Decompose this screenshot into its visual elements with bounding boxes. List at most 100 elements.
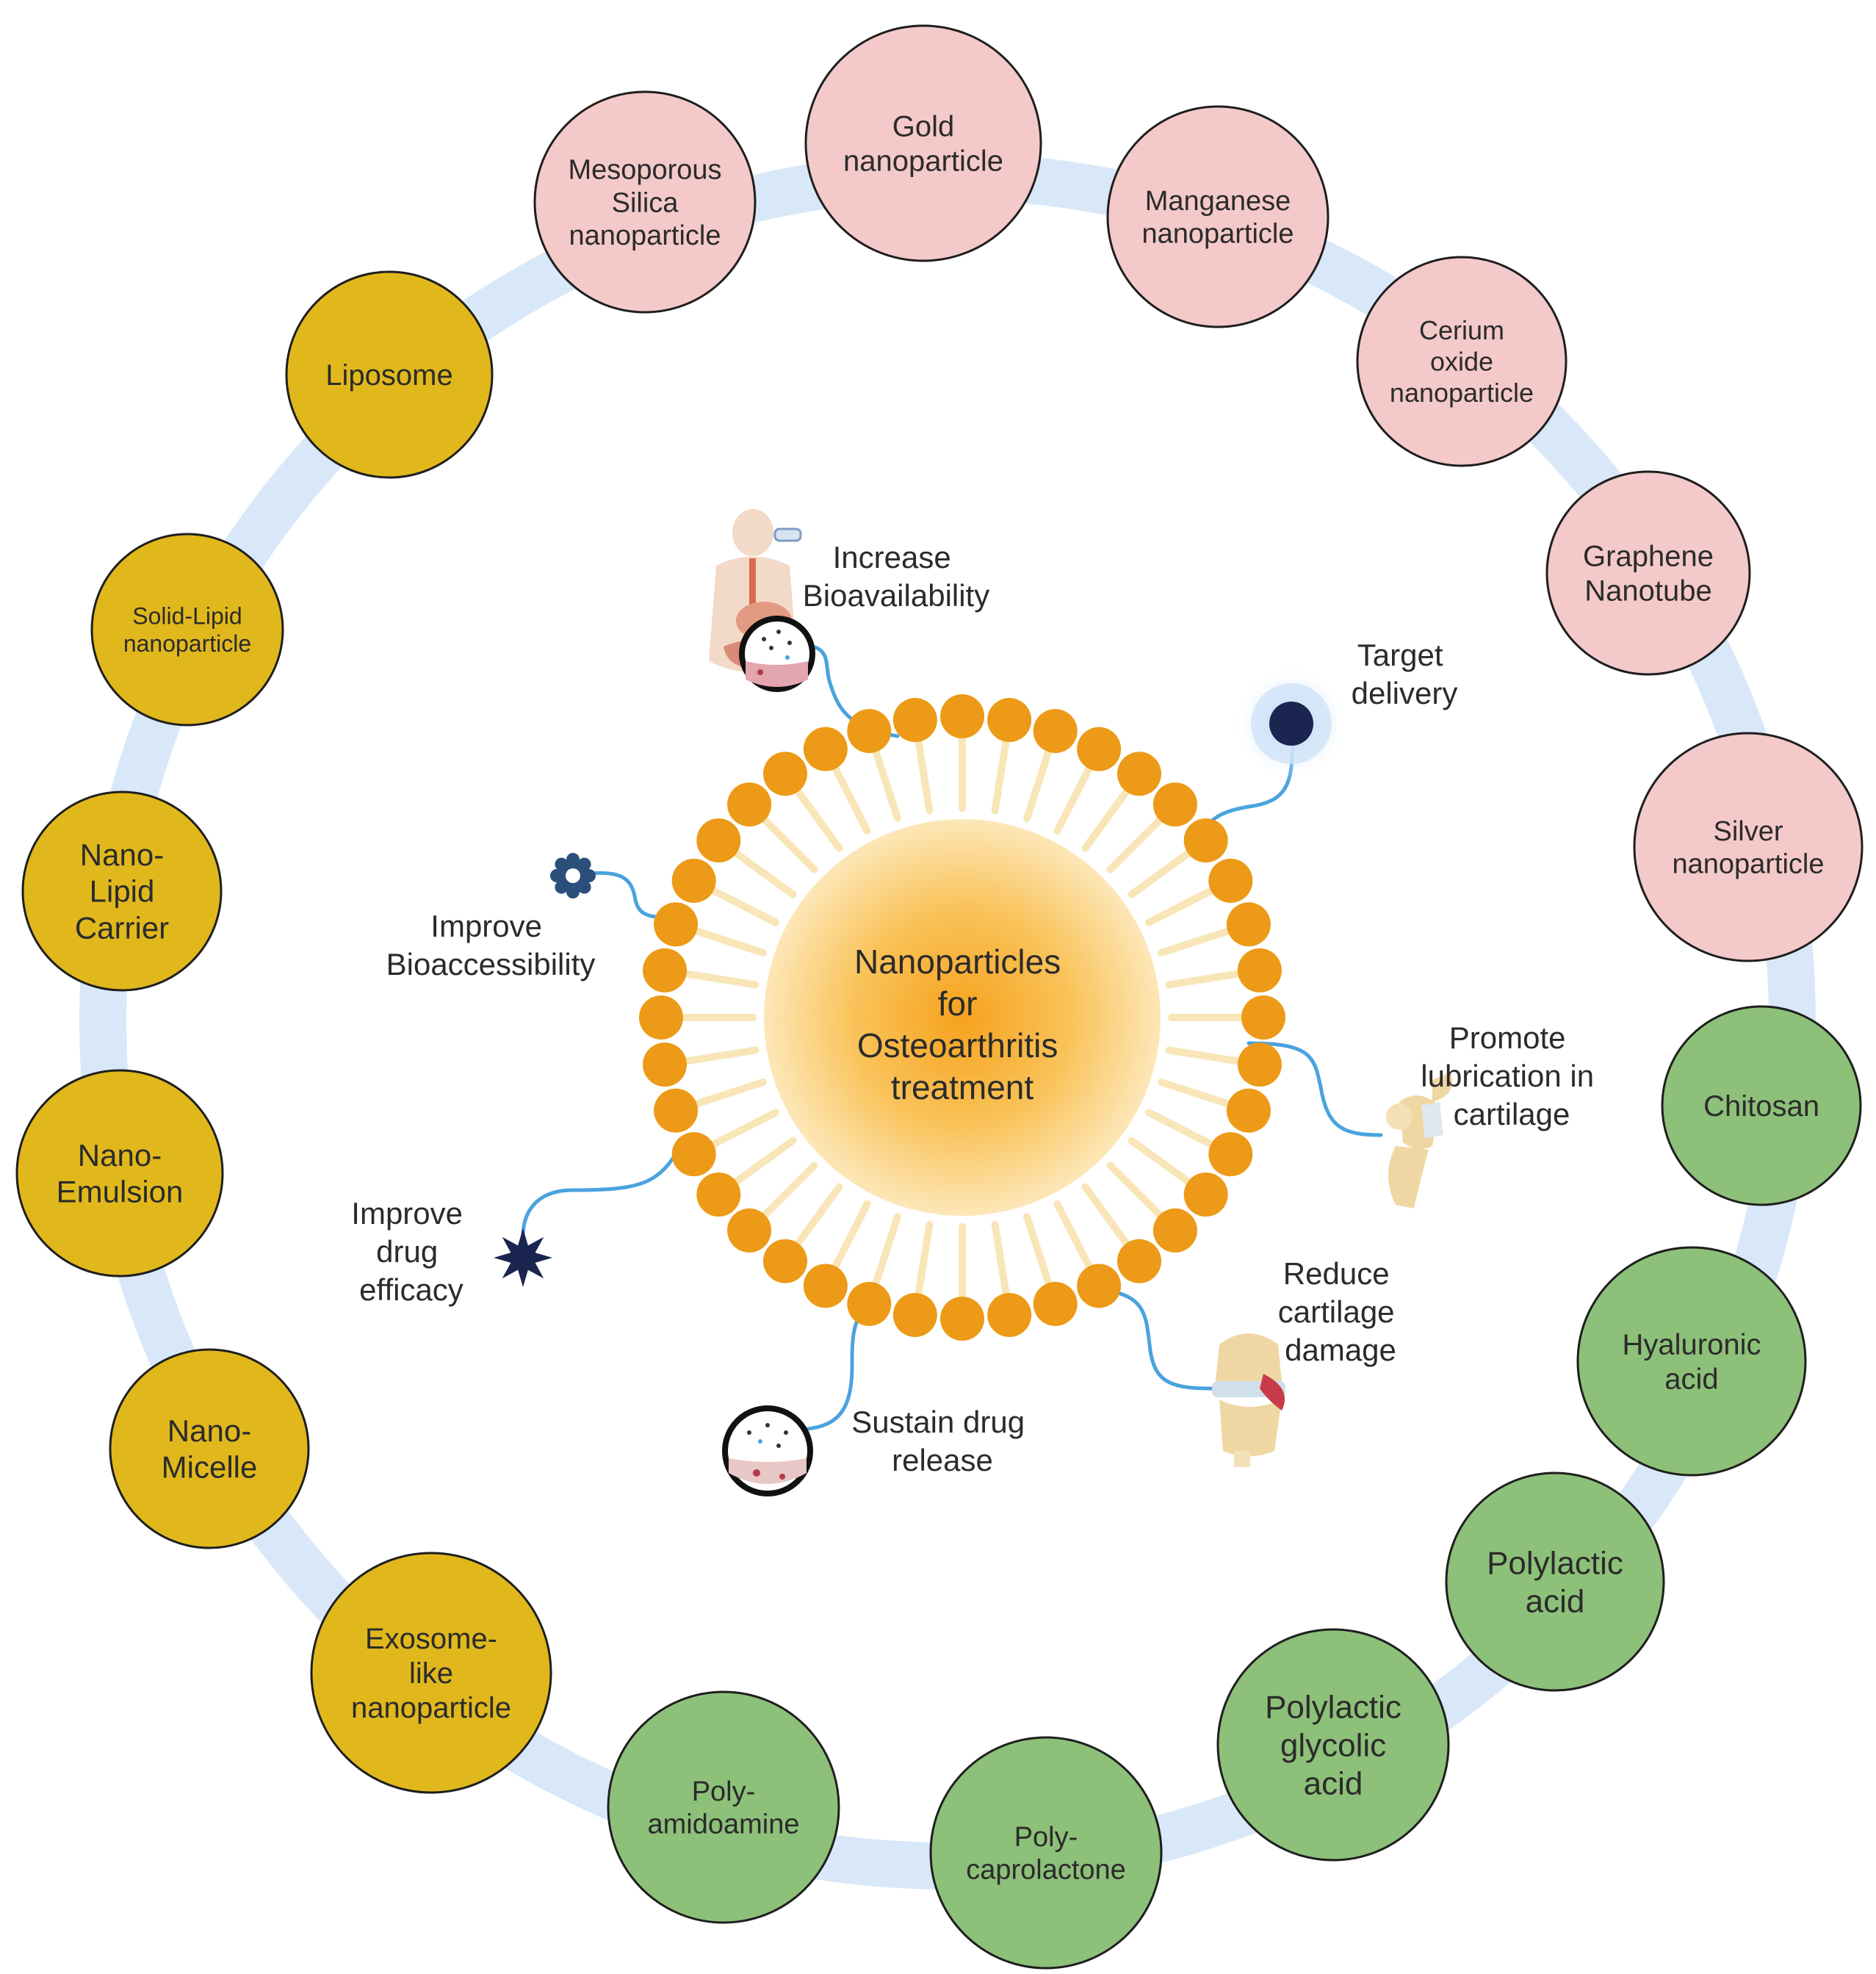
lipid-head	[803, 727, 848, 771]
lipid-head	[987, 698, 1032, 743]
lipid-head	[639, 995, 683, 1040]
lipid-head	[1183, 1172, 1228, 1217]
lipid-tail	[1158, 926, 1235, 957]
lipid-tail	[1144, 1109, 1219, 1150]
category-label: Nano-Emulsion	[57, 1138, 184, 1209]
lipid-head	[940, 694, 984, 738]
label-improve-bioaccessibility: Improve Bioaccessibility	[386, 909, 596, 981]
lipid-tail	[991, 734, 1011, 815]
category-poly-amidoamine: Poly-amidoamine	[607, 1690, 840, 1924]
benefit-labels: Increase Bioavailability Target delivery…	[351, 540, 1594, 1477]
category-label: Poly-amidoamine	[648, 1776, 800, 1840]
connector-cartilage	[1094, 1287, 1214, 1391]
lipid-head	[671, 1132, 716, 1177]
lipid-tail	[1106, 813, 1166, 873]
category-nano-micelle: Nano-Micelle	[109, 1348, 310, 1549]
lipid-head	[987, 1292, 1032, 1337]
category-circle	[1576, 1246, 1807, 1477]
nanoparticle-core	[764, 819, 1161, 1216]
lipid-tail	[1128, 847, 1195, 898]
lipid-head	[1033, 709, 1078, 754]
lipid-heads	[639, 694, 1285, 1341]
category-circle	[1216, 1628, 1450, 1862]
lipid-tail	[1023, 1213, 1053, 1291]
lipid-head	[892, 1292, 937, 1337]
lipid-head	[847, 709, 892, 754]
lipid-head	[1033, 1281, 1078, 1326]
lipid-tail	[1128, 1137, 1195, 1188]
inflamed-knee-icon	[1212, 1333, 1285, 1467]
lipid-tail	[679, 1046, 760, 1066]
lipid-head	[654, 1088, 699, 1133]
connector-efficacy	[521, 1137, 687, 1244]
category-circle	[1356, 256, 1567, 467]
lipid-tail	[792, 1183, 843, 1250]
category-liposome: Liposome	[285, 270, 494, 479]
lipid-tail	[1165, 969, 1246, 989]
knee-joint-icon	[1386, 1073, 1453, 1208]
category-circle	[1545, 470, 1751, 676]
lipid-tail	[679, 969, 760, 989]
lipid-tail	[1023, 744, 1053, 822]
center-title: Nanoparticles for Osteoarthritis treatme…	[854, 943, 1070, 1106]
lipid-tail	[706, 885, 780, 926]
lipid-head	[1077, 1264, 1122, 1308]
lipid-head	[1237, 948, 1282, 993]
lipid-head	[763, 752, 808, 796]
lipid-tail	[729, 847, 797, 898]
category-circle	[929, 1736, 1163, 1970]
lipid-head	[1077, 727, 1122, 771]
lipid-tail	[871, 744, 901, 822]
lipid-head	[892, 698, 937, 743]
category-circle	[1106, 105, 1330, 328]
lipid-head	[654, 902, 699, 947]
lipid-head	[1208, 1132, 1253, 1177]
label-sustain-drug-release: Sustain drug release	[851, 1405, 1033, 1477]
lipid-head	[696, 1172, 741, 1217]
label-increase-bioavailability: Increase Bioavailability	[803, 540, 989, 613]
category-nano-emulsion: Nano-Emulsion	[15, 1069, 224, 1278]
lipid-tail	[792, 785, 843, 852]
lipid-head	[763, 1239, 808, 1283]
category-circle	[1445, 1472, 1665, 1692]
lipid-tail	[706, 1109, 780, 1150]
star-burst-icon	[494, 1228, 552, 1287]
category-poly-caprolactone: Poly-caprolactone	[929, 1736, 1163, 1970]
connector-lubrication	[1247, 1041, 1383, 1137]
category-circle	[15, 1069, 224, 1278]
category-circle	[607, 1690, 840, 1924]
lipid-tail	[1106, 1161, 1166, 1222]
category-circle	[285, 270, 494, 479]
lipid-tail	[1158, 1078, 1235, 1109]
category-label: Chitosan	[1703, 1090, 1819, 1123]
lipid-head	[847, 1281, 892, 1326]
lipid-tail	[1053, 761, 1094, 835]
category-chitosan: Chitosan	[1661, 1005, 1862, 1206]
lipid-head	[671, 858, 716, 903]
lipid-tails	[676, 731, 1249, 1304]
lipid-head	[803, 1264, 848, 1308]
lipid-tail	[830, 1200, 871, 1274]
category-circle	[21, 790, 223, 992]
lipid-tail	[1053, 1200, 1094, 1274]
digestive-system-icon	[709, 509, 815, 692]
